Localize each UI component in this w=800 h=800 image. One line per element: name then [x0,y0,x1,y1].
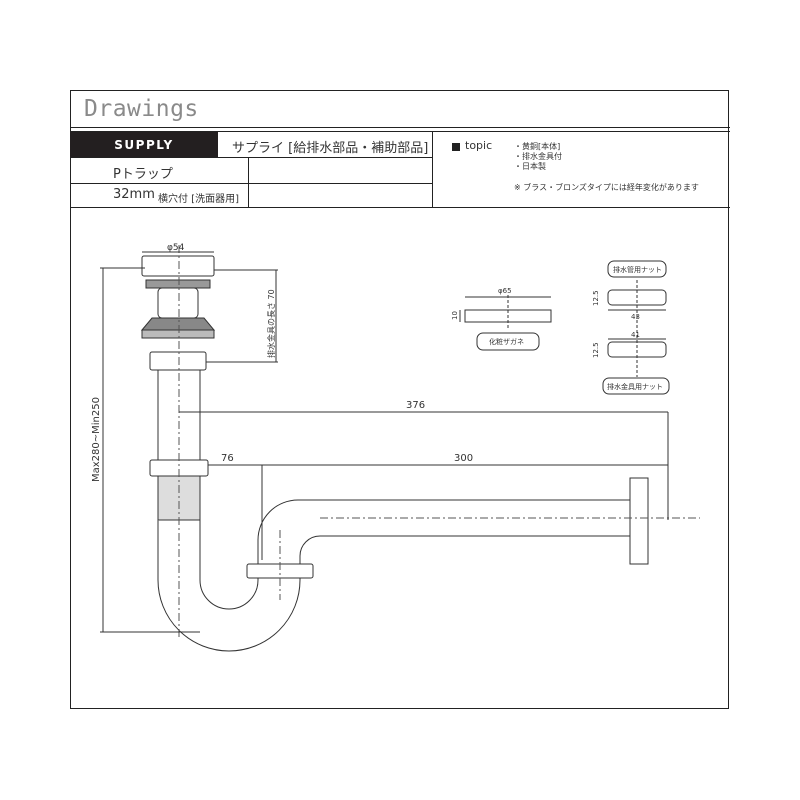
pipe-nut-label: 排水管用ナット [613,265,662,274]
topic-item: ・黄銅[本体] [514,142,561,151]
topic-item: ・日本製 [514,162,546,171]
divider [432,131,433,207]
drawing-frame [70,90,729,709]
wall-flange [629,477,649,565]
topic-square-icon [452,143,460,151]
topic-note: ※ ブラス・ブロンズタイプには経年変化があります [514,183,699,192]
u-bend-outer [157,520,301,652]
spec-detail: 横穴付 [洗面器用] [158,194,239,205]
dim-drain-length: 排水金具の長さ 70 [266,289,276,358]
category-jp: サプライ [給排水部品・補助部品] [232,141,429,156]
washer-diameter: φ65 [498,287,512,295]
product-name: Pトラップ [113,167,173,182]
divider [248,157,249,207]
drain-nut-height: 12.5 [592,342,600,358]
category-badge: SUPPLY [70,132,218,158]
topic-item: ・排水金具付 [514,152,562,161]
washer-label-box [476,332,540,351]
pipe-nut-width: 43 [631,313,640,321]
dim-76: 76 [221,453,234,464]
washer-height: 10 [451,311,459,320]
dim-300: 300 [454,453,473,464]
drain-washer [145,279,211,289]
drain-nut [149,351,207,371]
page-title: Drawings [84,96,199,122]
spec-size: 32mm [113,187,155,202]
dim-height-range: Max280~Min250 [91,397,102,482]
pipe-nut-height: 12.5 [592,290,600,306]
tail-pipe [157,369,201,461]
divider [70,131,730,132]
drain-nut-width: 41 [631,331,640,339]
drain-nut-detail [607,341,667,358]
divider [70,207,730,208]
drain-cap [141,255,215,277]
divider [70,157,432,158]
topic-label: topic [465,139,493,152]
drain-nut-label: 排水金具用ナット [607,382,663,391]
divider [70,127,730,128]
divider [70,183,432,184]
dim-top-diameter: φ54 [167,243,185,253]
dim-376: 376 [406,400,425,411]
drain-flange [140,317,216,331]
washer-label: 化粧ザガネ [489,337,524,346]
